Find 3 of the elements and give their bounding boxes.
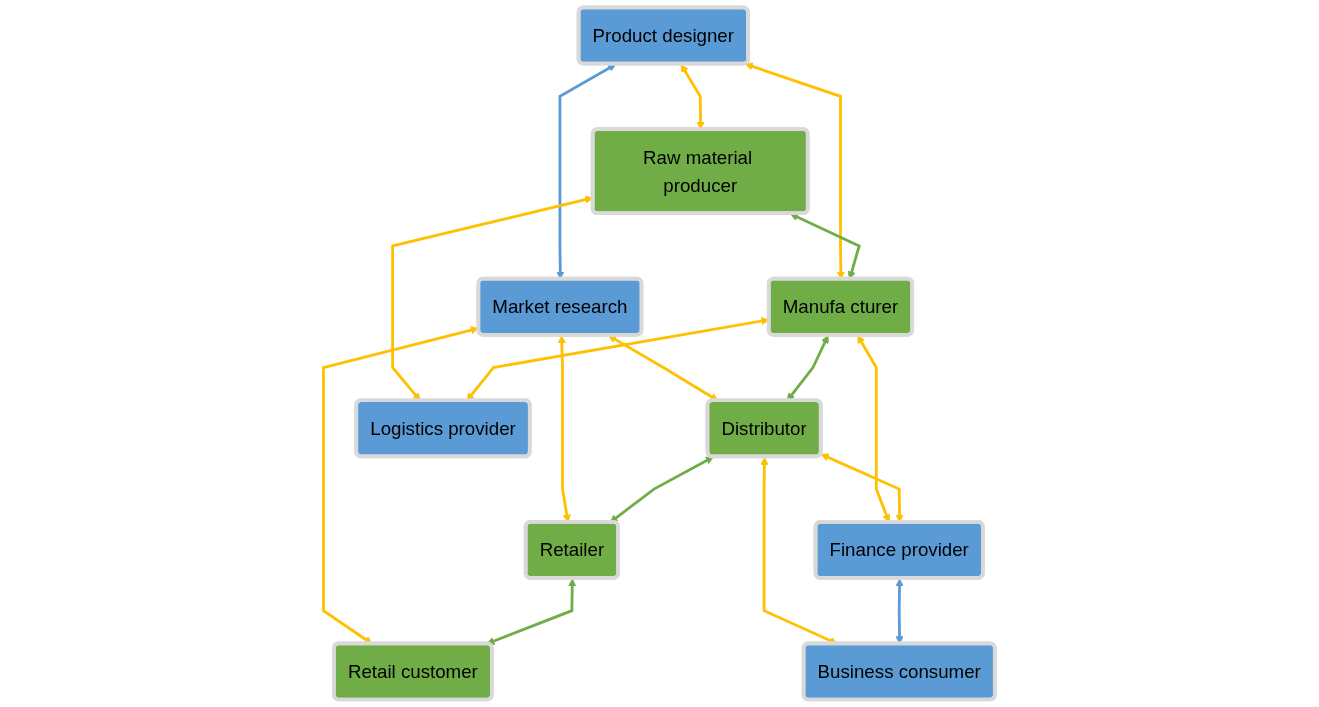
arrow — [680, 64, 706, 130]
arrow — [486, 578, 577, 645]
arrow — [610, 456, 715, 523]
